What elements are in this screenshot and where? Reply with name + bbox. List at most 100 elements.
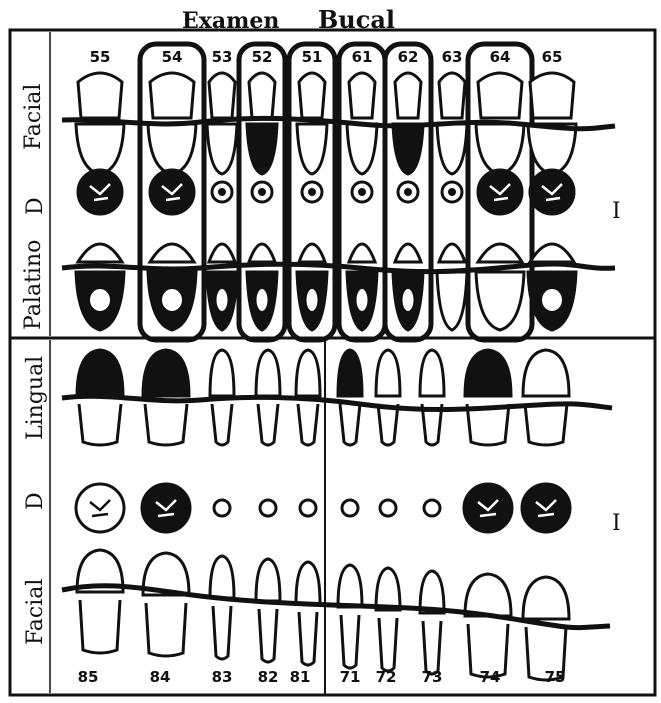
crown-lingual <box>210 350 234 396</box>
occlusal-view <box>464 484 512 532</box>
root-lingual <box>298 404 318 445</box>
root-palatal <box>299 244 325 262</box>
crown-facial <box>437 124 467 174</box>
tooth-number: 74 <box>480 668 501 686</box>
occlusal-view <box>424 500 440 516</box>
root-palatal <box>395 244 421 262</box>
tooth-73: 73 <box>420 350 444 686</box>
crown-facial <box>523 577 569 619</box>
tooth-number: 64 <box>490 48 511 66</box>
occlusal-view <box>76 484 124 532</box>
root-palatal <box>249 244 275 262</box>
root-palatal <box>209 244 235 262</box>
restoration-spot <box>89 288 111 312</box>
crown-facial <box>256 559 280 601</box>
tooth-55: 55 <box>76 48 124 330</box>
crown-palatal <box>437 272 467 330</box>
crown-lingual <box>77 350 123 396</box>
root-lingual <box>340 404 360 445</box>
crown-facial <box>297 124 327 174</box>
occlusal-view <box>150 170 194 214</box>
tooth-number: 55 <box>90 48 111 66</box>
root-palatal <box>530 244 574 262</box>
crown-facial <box>76 124 124 174</box>
restoration-spot <box>161 288 183 312</box>
root-facial <box>80 600 120 653</box>
tooth-65: 65 <box>528 48 576 330</box>
root-facial <box>530 73 574 118</box>
root-facial <box>349 73 375 118</box>
occlusal-pit <box>218 188 226 196</box>
crown-facial <box>465 574 511 616</box>
row-label-facial-lower: Facial <box>23 579 48 645</box>
restoration-spot <box>541 288 563 312</box>
root-lingual <box>212 404 232 445</box>
crown-lingual <box>420 350 444 396</box>
crown-facial <box>347 124 377 174</box>
tooth-82: 82 <box>256 350 280 686</box>
tooth-number: 62 <box>398 48 419 66</box>
crown-lingual <box>338 350 362 396</box>
tooth-number: 51 <box>302 48 323 66</box>
occlusal-view <box>78 170 122 214</box>
upper-teeth: 55 54 53 52 51 61 62 63 64 65 <box>76 48 576 330</box>
tooth-number: 83 <box>212 668 233 686</box>
tooth-number: 71 <box>340 668 361 686</box>
crown-facial <box>393 124 423 174</box>
tooth-number: 81 <box>290 668 311 686</box>
tooth-number: 61 <box>352 48 373 66</box>
root-palatal <box>478 244 522 262</box>
tooth-number: 82 <box>258 668 279 686</box>
occlusal-view <box>478 170 522 214</box>
tooth-number: 72 <box>376 668 397 686</box>
crown-lingual <box>465 350 511 396</box>
tooth-number: 53 <box>212 48 233 66</box>
root-palatal <box>78 244 122 262</box>
tooth-53: 53 <box>207 48 237 330</box>
root-lingual <box>258 404 278 445</box>
upper-circled-teeth <box>140 44 532 340</box>
title-bucal: Bucal <box>318 5 395 34</box>
row-label-facial-upper: Facial <box>21 84 46 150</box>
crown-facial <box>296 562 320 604</box>
root-facial <box>249 73 275 118</box>
tooth-62: 62 <box>393 48 423 330</box>
restoration-spot <box>216 288 229 312</box>
crown-lingual <box>376 350 400 396</box>
tooth-number: 75 <box>545 668 566 686</box>
tooth-number: 65 <box>542 48 563 66</box>
restoration-spot <box>306 288 319 312</box>
root-facial <box>209 73 235 118</box>
tooth-number: 54 <box>162 48 183 66</box>
root-lingual <box>525 404 567 445</box>
tooth-52: 52 <box>247 48 277 330</box>
crown-palatal <box>476 272 524 330</box>
root-palatal <box>349 244 375 262</box>
occlusal-pit <box>404 188 412 196</box>
crown-facial <box>376 568 400 610</box>
tooth-72: 72 <box>376 350 400 686</box>
root-facial <box>423 621 441 674</box>
crown-lingual <box>523 350 569 396</box>
row-label-lingual: Lingual <box>23 356 48 440</box>
crown-facial <box>207 124 237 174</box>
crown-facial <box>148 124 196 174</box>
crown-facial <box>247 124 277 174</box>
tooth-number: 85 <box>78 668 99 686</box>
tooth-75: 75 <box>522 350 570 686</box>
crown-facial <box>338 565 362 607</box>
tooth-61: 61 <box>347 48 377 330</box>
root-lingual <box>79 404 121 445</box>
crown-facial <box>528 124 576 174</box>
tooth-85: 85 <box>76 350 124 686</box>
occlusal-view <box>522 484 570 532</box>
root-facial <box>395 73 421 118</box>
root-lingual <box>145 404 187 445</box>
side-right-lower: I <box>612 511 621 536</box>
crown-lingual <box>143 350 189 396</box>
root-facial <box>379 618 397 671</box>
tooth-number: 63 <box>442 48 463 66</box>
occlusal-pit <box>448 188 456 196</box>
tooth-63: 63 <box>437 48 467 330</box>
